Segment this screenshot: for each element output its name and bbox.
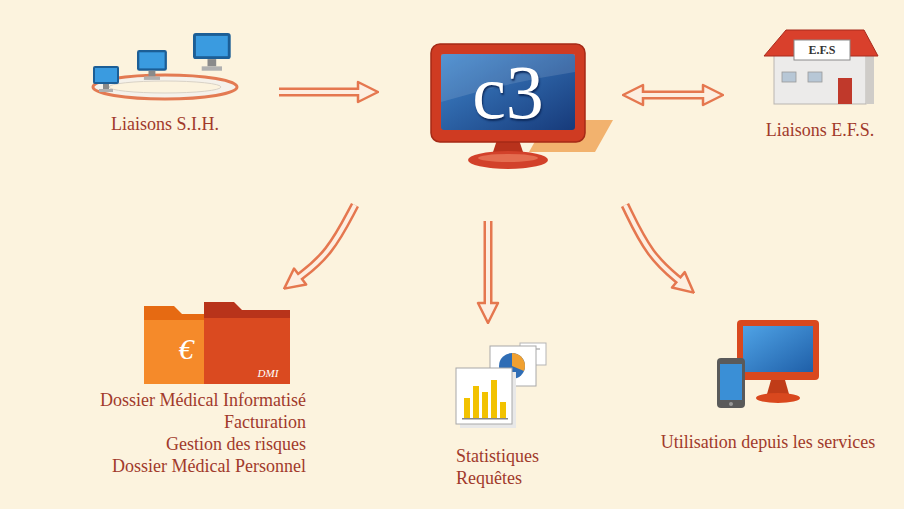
icon-frame [85,32,245,102]
flow-arrow [279,92,362,93]
icon-part [838,78,852,104]
icon-frame: E.F.S [760,26,880,108]
icon-part [767,380,789,394]
devices-icon [713,316,823,416]
icon-part [93,66,119,92]
icon-part [103,84,109,89]
logo-text: c3 [441,54,575,130]
flow-arrow [488,221,489,307]
node-label: Requêtes [456,468,552,490]
icon-part [473,386,479,418]
node-label: Dossier Médical Informatisé [100,390,306,412]
node-label: Utilisation depuis les services [661,432,875,454]
icon-part [149,71,156,77]
icon-part [774,54,866,104]
icon-part [193,33,231,71]
icon-part [720,364,742,400]
folder-symbol: € [168,332,204,366]
icon-part [482,392,488,418]
icon-frame: c3 [429,42,614,172]
flow-arrow [625,205,681,282]
flow-arrow [639,95,707,96]
icon-part [93,66,119,84]
central-monitor: c3 [425,38,618,176]
icon-part [756,393,800,403]
node-label: Gestion des risques [100,434,306,456]
arrow-fill [486,221,490,307]
icon-part [464,398,470,418]
icon-part [208,59,217,66]
icon-part [202,66,222,70]
icon-part [99,89,113,92]
arrow-fill [639,93,707,97]
flow-arrow [297,205,355,279]
icon-part [782,72,796,82]
icon-part [139,52,164,68]
icon-part [95,68,117,82]
icon-part [137,50,167,71]
icon-part [456,368,512,424]
efs-link: E.F.S Liaisons E.F.S. [756,22,884,146]
icon-part [204,302,290,384]
icon-part [144,76,160,79]
arrow-outline [484,221,493,307]
icon-part [743,326,813,372]
network-icon [85,32,245,102]
icon-part [109,81,221,93]
record-output: € DMI Dossier Médical InformatiséFacturati… [96,282,310,482]
icon-frame [452,342,552,430]
arrow-outline [639,91,707,100]
node-label: Dossier Médical Personnel [100,456,306,478]
icon-part [491,380,497,418]
statistics-output: StatistiquesRequêtes [440,338,556,494]
icon-part [512,353,525,371]
arrow-outline [297,205,355,279]
arrow-fill [297,205,355,279]
node-label: Facturation [100,412,306,434]
arrow-outline [279,88,362,97]
icon-part [196,36,228,56]
node-label: Liaisons E.F.S. [760,120,880,142]
sign-text: E.F.S [794,40,850,60]
icon-part [729,402,733,406]
arrow-fill [279,90,362,94]
icon-part [737,320,819,380]
icon-part [500,402,506,418]
icon-part [866,56,874,104]
icon-part [717,358,745,408]
icon-frame [713,316,823,416]
icon-part [193,33,231,59]
node-label: Statistiques [456,446,552,468]
arrow-fill [625,205,681,282]
icon-part [204,318,290,384]
arrow-outline [625,205,681,282]
icon-frame: € DMI [142,286,292,386]
icon-part [794,40,850,60]
icon-part [462,418,508,420]
icon-part [431,44,585,142]
system-link: Liaisons S.I.H. [81,28,249,140]
node-label: Liaisons S.I.H. [85,114,245,136]
icon-part [468,151,548,169]
icon-part [441,54,575,130]
chart-icon [452,342,552,430]
icon-part [478,154,538,162]
services-output: Utilisation depuis les services [657,312,879,458]
icon-part [137,50,167,80]
folder-label: DMI [252,366,284,380]
icon-part [808,72,822,82]
house-icon [760,26,880,108]
